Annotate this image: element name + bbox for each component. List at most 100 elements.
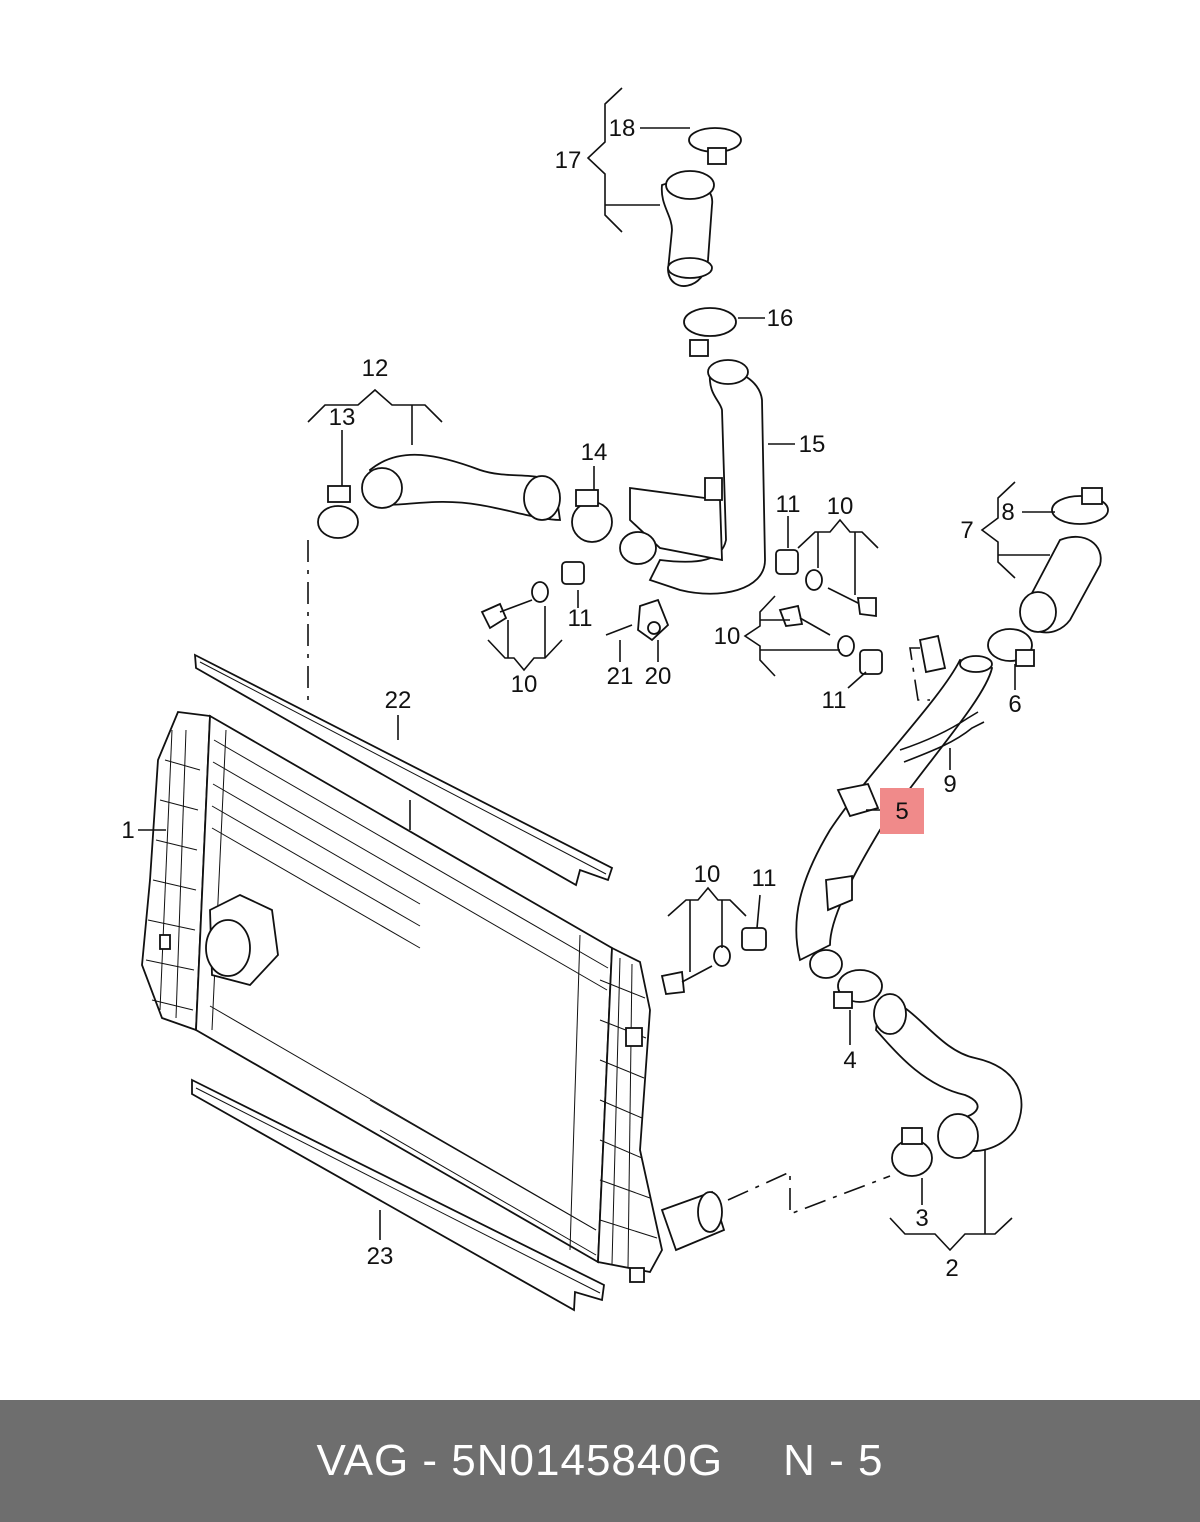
clamp-6-screw bbox=[1015, 649, 1035, 667]
bolt-b-shaft bbox=[827, 587, 861, 605]
bushing-d bbox=[741, 927, 767, 951]
clamp-13-screw bbox=[327, 485, 351, 503]
callout-23: 23 bbox=[367, 1243, 394, 1270]
callout-10-upper-right: 10 bbox=[827, 493, 854, 520]
pipe-5-bracket bbox=[918, 634, 947, 674]
hose-7-lower-opening bbox=[1019, 591, 1057, 633]
callout-15: 15 bbox=[799, 431, 826, 458]
clamp-14-screw bbox=[575, 489, 599, 507]
upper-air-guide-rail bbox=[193, 653, 614, 887]
left-inlet-opening bbox=[205, 919, 251, 977]
parts-diagram: 1 2 3 4 5 6 7 8 9 10 10 10 10 11 11 11 1… bbox=[121, 87, 1109, 1312]
hose-12-end-left bbox=[361, 467, 403, 509]
callout-12: 12 bbox=[362, 355, 389, 382]
washer-d bbox=[713, 945, 731, 967]
diagram-position-caption: N - 5 bbox=[783, 1436, 884, 1485]
bolt-a-head bbox=[480, 602, 508, 630]
clamp-16-band bbox=[683, 307, 737, 337]
upper-hose-17 bbox=[660, 170, 715, 287]
clamp-18-screw bbox=[707, 147, 727, 165]
callout-6: 6 bbox=[1008, 691, 1021, 718]
callout-3: 3 bbox=[915, 1205, 928, 1232]
hose-17-bottom-ring bbox=[667, 257, 713, 279]
callout-20: 20 bbox=[645, 663, 672, 690]
right-tank-grid bbox=[599, 957, 658, 1269]
callout-11-middle: 11 bbox=[822, 687, 847, 714]
hose-clamp-16 bbox=[683, 307, 737, 357]
upper-air-guide bbox=[193, 653, 614, 887]
mount-pin-bottom bbox=[629, 1267, 645, 1283]
callout-17: 17 bbox=[555, 147, 582, 174]
washer-b bbox=[805, 569, 823, 591]
callout-8: 8 bbox=[1001, 499, 1014, 526]
fastener-set-a bbox=[480, 561, 585, 630]
clamp-3-screw bbox=[901, 1127, 923, 1145]
dash-line-pipe-5-top bbox=[909, 647, 930, 701]
bolt-d-shaft bbox=[681, 965, 713, 983]
caption-bar: VAG - 5N0145840G N - 5 bbox=[0, 1400, 1200, 1522]
hose-17-top-opening bbox=[665, 170, 715, 200]
hose-12-end-right bbox=[523, 475, 561, 521]
hose-2-upper-opening bbox=[873, 993, 907, 1035]
hose-clamp-18 bbox=[688, 127, 742, 165]
pipe-15-body bbox=[648, 369, 766, 595]
hose-clamp-6 bbox=[987, 628, 1035, 667]
bushing-a bbox=[561, 561, 585, 585]
callout-16: 16 bbox=[767, 305, 794, 332]
clamp-8-screw bbox=[1081, 487, 1103, 505]
pipe-15-top-opening bbox=[707, 359, 749, 385]
callout-11-lower: 11 bbox=[752, 865, 777, 892]
right-outlet-opening bbox=[697, 1191, 723, 1233]
callout-10-middle: 10 bbox=[714, 623, 741, 650]
leader-lines bbox=[138, 87, 1055, 1252]
fastener-set-c bbox=[778, 604, 883, 675]
connection-lines bbox=[307, 540, 930, 1216]
screw-21 bbox=[605, 624, 633, 636]
callout-14: 14 bbox=[581, 439, 608, 466]
callout-labels: 1 2 3 4 5 6 7 8 9 10 10 10 10 11 11 11 1… bbox=[121, 115, 1021, 1282]
washer-c bbox=[837, 635, 855, 657]
callout-11-upper-right: 11 bbox=[776, 491, 801, 518]
charge-pipe-5 bbox=[795, 634, 994, 979]
bolt-c-head bbox=[778, 604, 804, 627]
hose-clamp-8 bbox=[1051, 487, 1109, 525]
sensor-20 bbox=[637, 598, 670, 642]
pipe-5-bottom-opening bbox=[809, 949, 843, 979]
line-9-path-2 bbox=[903, 721, 985, 763]
callout-22: 22 bbox=[385, 687, 412, 714]
hose-clamp-14 bbox=[571, 489, 613, 543]
line-9-path bbox=[899, 711, 979, 751]
hose-clamp-13 bbox=[317, 485, 359, 539]
callout-7: 7 bbox=[960, 517, 973, 544]
coolant-line-9 bbox=[899, 711, 985, 763]
upper-left-hose bbox=[361, 453, 562, 521]
bolt-d-head bbox=[660, 970, 685, 995]
clamp-14-band bbox=[571, 501, 613, 543]
highlight-box-part-5 bbox=[880, 788, 924, 834]
callout-4: 4 bbox=[843, 1047, 856, 1074]
callout-10-left: 10 bbox=[511, 671, 538, 698]
bolt-c-shaft bbox=[799, 617, 831, 636]
dash-line-cooler-to-hose-2 bbox=[727, 1170, 891, 1216]
hose-clamp-4 bbox=[833, 969, 883, 1009]
hose-clamp-3 bbox=[891, 1127, 933, 1177]
callout-21: 21 bbox=[607, 663, 634, 690]
part-number-caption: VAG - 5N0145840G bbox=[316, 1436, 724, 1485]
fastener-set-d bbox=[660, 927, 767, 995]
fastener-set-b bbox=[775, 549, 877, 618]
washer-a bbox=[531, 581, 549, 603]
hose-2-lower-opening bbox=[937, 1113, 979, 1159]
callout-5: 5 bbox=[895, 798, 908, 825]
callout-11-left: 11 bbox=[568, 605, 593, 632]
clamp-16-screw bbox=[689, 339, 709, 357]
core-fins bbox=[209, 729, 609, 1256]
bolt-b-head bbox=[856, 597, 877, 618]
pipe-5-lower-bracket bbox=[825, 874, 853, 912]
charge-pipe-15 bbox=[619, 359, 766, 595]
mount-pin-right bbox=[625, 1027, 643, 1047]
lower-right-hose-2 bbox=[873, 993, 1023, 1159]
hose-2-body bbox=[875, 999, 1023, 1152]
mount-pin-left bbox=[159, 934, 171, 950]
bushing-c bbox=[859, 649, 883, 675]
lower-air-guide bbox=[191, 1078, 605, 1312]
